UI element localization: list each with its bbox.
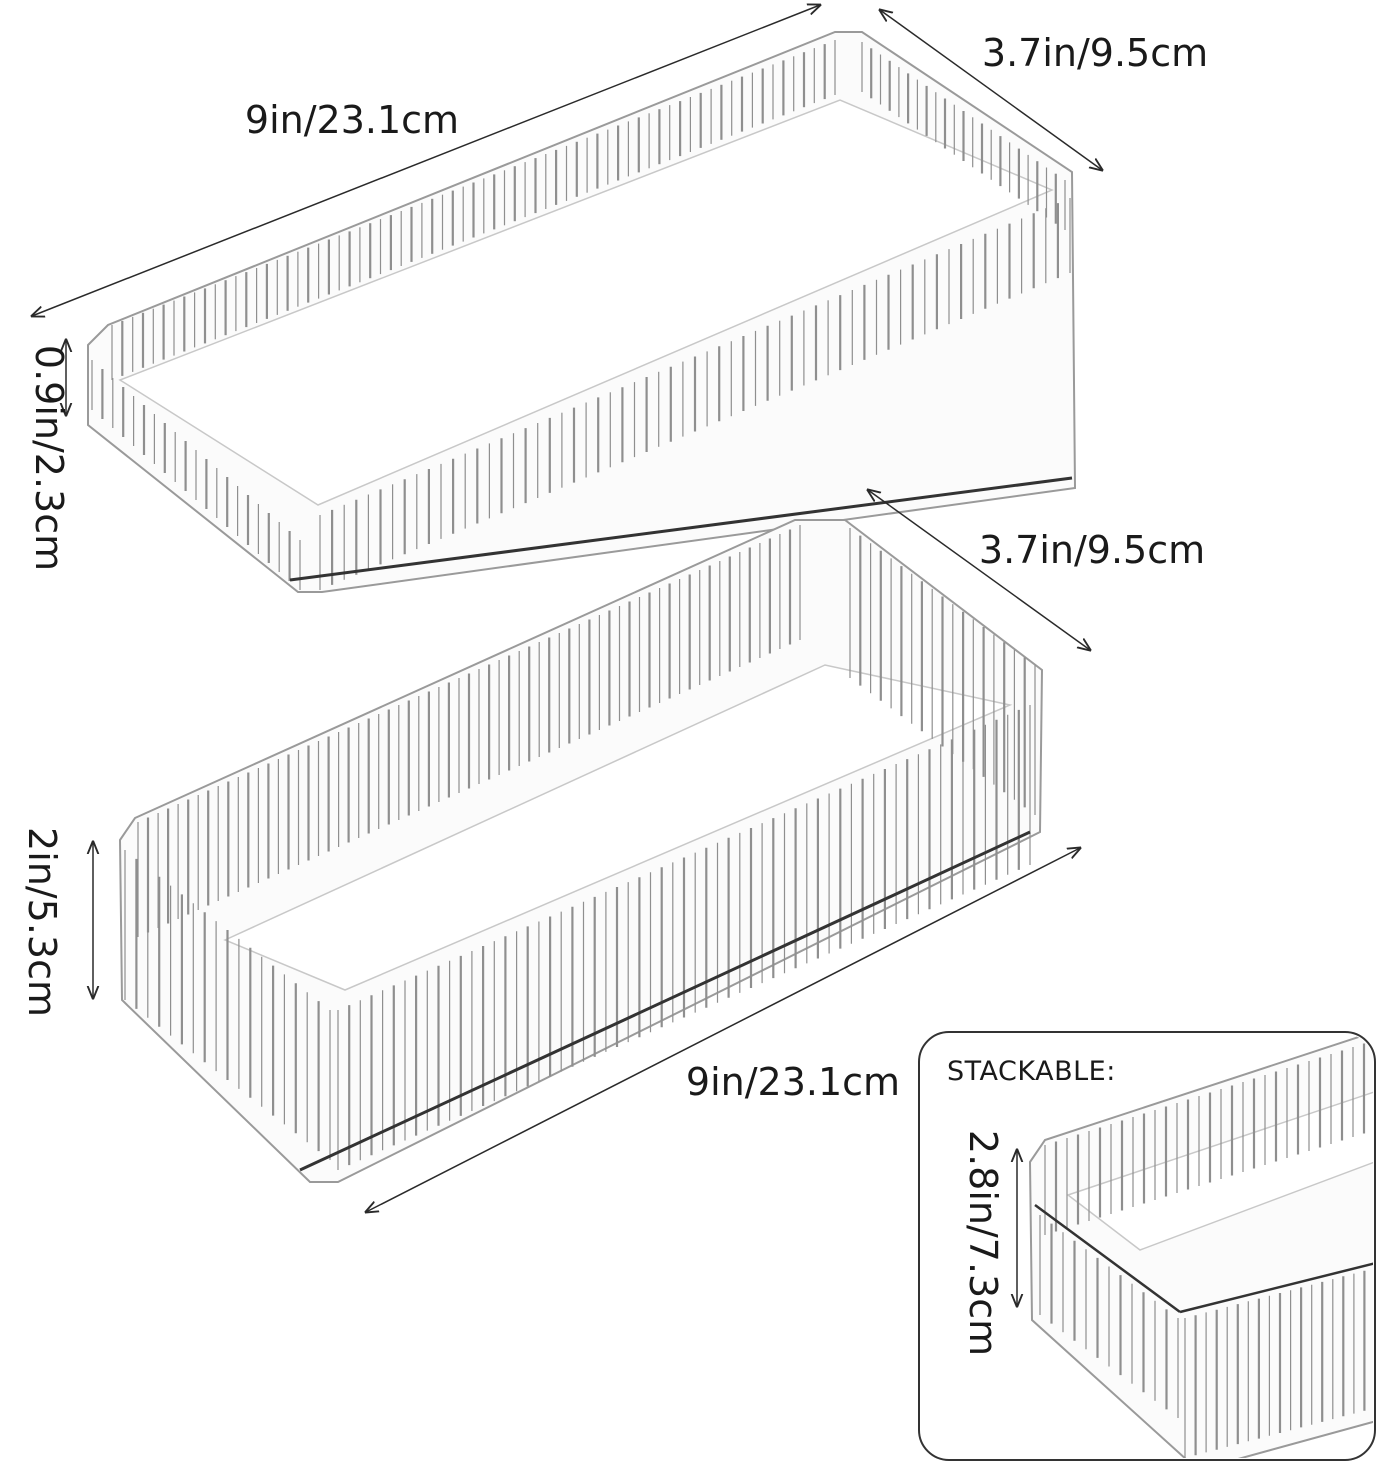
tray-height-label: 0.9in/2.3cm	[27, 345, 71, 571]
tray-width-arrow	[880, 10, 1102, 170]
bin-length-arrow	[366, 848, 1080, 1212]
bin-width-label: 3.7in/9.5cm	[979, 528, 1205, 572]
tray-illustration	[87, 31, 1077, 593]
bin-width-arrow	[868, 490, 1090, 650]
tray-width-label: 3.7in/9.5cm	[982, 31, 1208, 75]
stacked-bins-illustration	[1028, 1034, 1373, 1458]
tray-left-ribs	[91, 360, 301, 590]
tray-length-arrow	[32, 5, 820, 316]
tray-front-ribs	[319, 198, 1071, 590]
stack-height-label: 2.8in/7.3cm	[961, 1130, 1005, 1356]
bin-back-ribs	[137, 525, 801, 937]
inset-ribs	[1039, 1043, 1366, 1458]
bin-height-label: 2in/5.3cm	[20, 827, 64, 1017]
bin-left-ribs	[124, 850, 331, 1160]
tray-length-label: 9in/23.1cm	[245, 98, 459, 142]
stackable-inset: STACKABLE: 2.8in/7.3cm	[918, 1031, 1376, 1461]
bin-illustration	[118, 519, 1044, 1183]
inset-title: STACKABLE:	[947, 1056, 1116, 1087]
inset-stack-seam	[1034, 1203, 1181, 1314]
bin-length-label: 9in/23.1cm	[686, 1060, 900, 1104]
inset-stack-seam-long	[1179, 1260, 1373, 1314]
